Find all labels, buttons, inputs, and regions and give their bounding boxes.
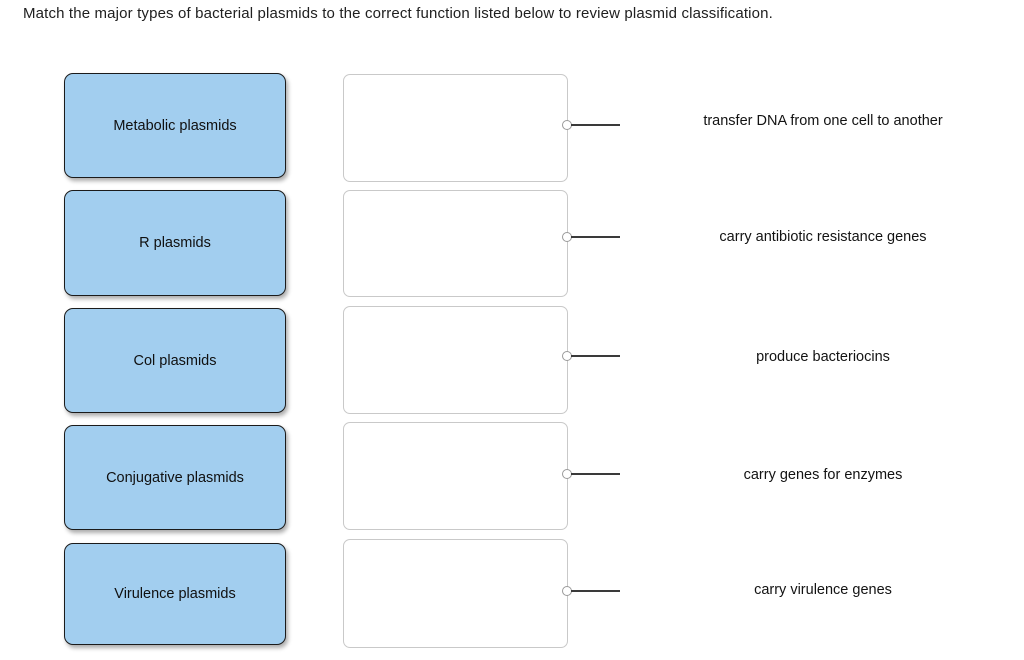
instruction-text: Match the major types of bacterial plasm… [23, 5, 773, 22]
answer-text-1: transfer DNA from one cell to another [703, 113, 943, 129]
drop-slot-1[interactable] [343, 74, 568, 182]
term-tile-label: Conjugative plasmids [106, 469, 244, 486]
connector-4 [562, 469, 620, 481]
connector-1 [562, 120, 620, 132]
answer-text-2: carry antibiotic resistance genes [719, 229, 927, 245]
connector-5 [562, 586, 620, 598]
drop-slot-3[interactable] [343, 306, 568, 414]
drop-slot-5[interactable] [343, 539, 568, 648]
connector-line [571, 236, 620, 239]
connector-line [571, 590, 620, 593]
term-tile-5[interactable]: Virulence plasmids [64, 543, 286, 645]
term-tile-2[interactable]: R plasmids [64, 190, 286, 296]
term-tile-label: Col plasmids [133, 352, 217, 369]
term-tile-label: R plasmids [139, 235, 211, 251]
term-tile-3[interactable]: Col plasmids [64, 308, 286, 413]
answer-text-4: carry genes for enzymes [743, 467, 903, 483]
connector-3 [562, 351, 620, 363]
term-tile-label: Metabolic plasmids [113, 117, 237, 134]
term-tile-1[interactable]: Metabolic plasmids [64, 73, 286, 178]
drop-slot-4[interactable] [343, 422, 568, 530]
connector-line [571, 473, 620, 476]
term-tile-4[interactable]: Conjugative plasmids [64, 425, 286, 530]
answer-text-3: produce bacteriocins [756, 349, 890, 365]
term-tile-label: Virulence plasmids [114, 586, 236, 602]
drop-slot-2[interactable] [343, 190, 568, 297]
connector-2 [562, 232, 620, 244]
connector-line [571, 355, 620, 358]
connector-line [571, 124, 620, 127]
answer-text-5: carry virulence genes [754, 582, 892, 598]
